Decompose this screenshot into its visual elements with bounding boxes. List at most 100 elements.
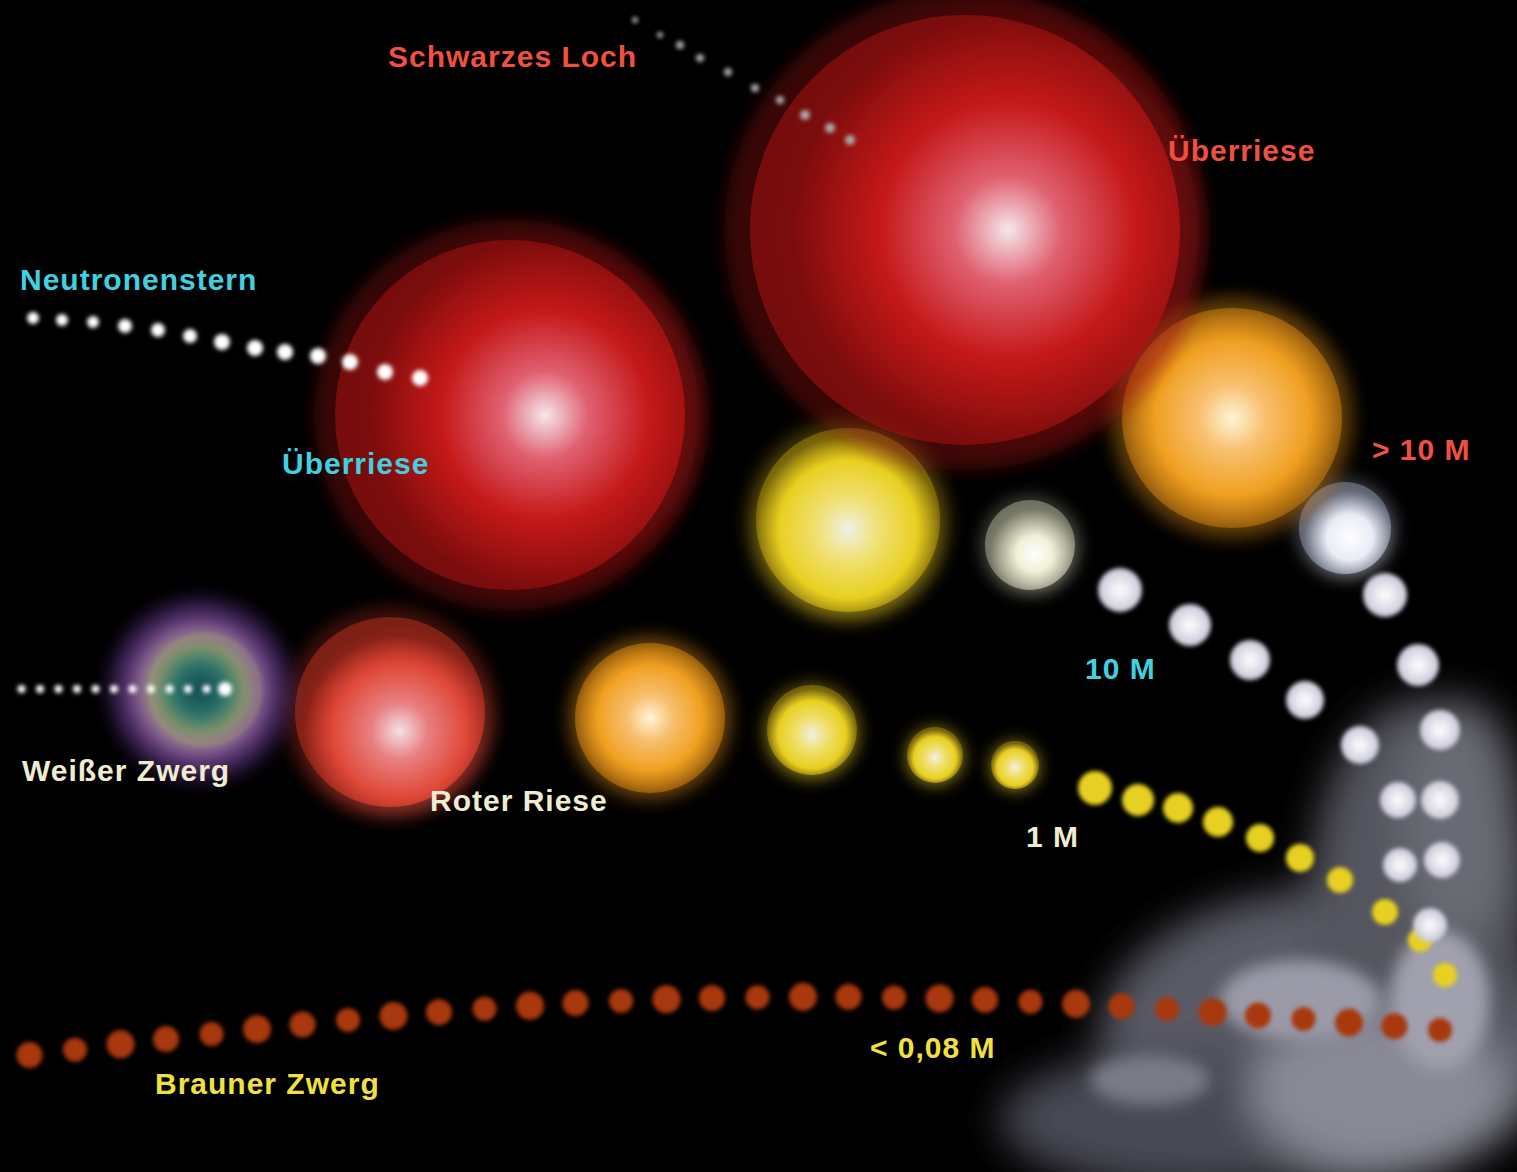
white-dwarf-dot: [18, 685, 26, 693]
white-dwarf-dot: [92, 685, 100, 693]
neutron-star-dot: [277, 344, 293, 360]
nebula: [1000, 700, 1517, 1172]
blue-giant: [985, 500, 1075, 590]
black-hole-dot: [845, 135, 855, 145]
red-supergiant: [335, 240, 685, 590]
yellow-star: [907, 727, 963, 783]
brown-dwarf-dot: [1382, 1013, 1408, 1039]
white-dwarf-dot: [147, 685, 155, 693]
neutron-star-dot: [377, 364, 393, 380]
red-giant-label: Roter Riese: [430, 784, 608, 817]
white-dwarf-dot: [166, 685, 174, 693]
brown-dwarf-label: Brauner Zwerg: [155, 1067, 380, 1100]
brown-dwarf-dot: [1019, 990, 1043, 1014]
red-supergiant-glow: [314, 219, 706, 611]
sun-dot: [1372, 899, 1398, 925]
very-massive-dot: [1424, 842, 1460, 878]
neutron-star-dot: [412, 370, 428, 386]
massive-star-dot: [1383, 848, 1417, 882]
brown-dwarf-dot: [426, 999, 452, 1025]
massive-star-dot: [1169, 604, 1211, 646]
white-dwarf-dot: [73, 685, 81, 693]
massive-star-dot: [1380, 782, 1416, 818]
brown-dwarf-dot: [107, 1030, 135, 1058]
very-massive-dot: [1420, 710, 1460, 750]
brown-dwarf-dot: [789, 983, 817, 1011]
neutron-star-dot: [87, 316, 99, 328]
supergiant-label: Überriese: [1168, 134, 1315, 167]
sun-dot: [1203, 807, 1233, 837]
sun-dot: [1163, 793, 1193, 823]
black-hole-dot: [676, 41, 684, 49]
black-hole-label: Schwarzes Loch: [388, 40, 637, 73]
mass-label: 1 M: [1026, 820, 1079, 853]
brown-dwarf-dot: [200, 1022, 224, 1046]
white-dwarf-dot: [203, 685, 211, 693]
mass-label: < 0,08 M: [870, 1031, 996, 1064]
massive-star-dot: [1098, 568, 1142, 612]
neutron-star-dot: [183, 329, 197, 343]
brown-dwarf-dot: [63, 1038, 87, 1062]
brown-dwarf-dot: [882, 985, 906, 1009]
brown-dwarf-dot: [1109, 993, 1135, 1019]
brown-dwarf-dot: [609, 989, 633, 1013]
brown-dwarf-dot: [972, 987, 998, 1013]
brown-dwarf-dot: [1292, 1007, 1316, 1031]
brown-dwarf-dot: [380, 1002, 408, 1030]
brown-dwarf-dot: [243, 1015, 271, 1043]
black-hole-dot: [825, 123, 835, 133]
supergiant-label: Überriese: [282, 447, 429, 480]
black-hole-dot: [800, 110, 810, 120]
brown-dwarf-dot: [746, 985, 770, 1009]
brown-dwarf-dot: [290, 1011, 316, 1037]
blue-giant-glow: [980, 495, 1081, 596]
red-hypergiant: [750, 15, 1180, 445]
black-hole-dot: [751, 84, 759, 92]
neutron-star-dot: [247, 340, 263, 356]
black-hole-dot: [632, 17, 638, 23]
yellow-star-glow: [904, 724, 967, 787]
sun-dot: [1246, 824, 1274, 852]
sun-dot: [1122, 784, 1154, 816]
mass-label: 10 M: [1085, 652, 1156, 685]
neutron-star-dot: [214, 334, 230, 350]
yellow-star: [991, 741, 1039, 789]
white-dwarf-dot: [129, 685, 137, 693]
brown-dwarf-dot: [563, 990, 589, 1016]
massive-star-dot: [1230, 640, 1270, 680]
neutron-star-dot: [27, 312, 39, 324]
brown-dwarf-dot: [699, 985, 725, 1011]
nebula-ring: [150, 635, 260, 745]
red-hypergiant-glow: [724, 0, 1206, 471]
neutron-star-dot: [151, 323, 165, 337]
sun-dot: [1327, 867, 1353, 893]
brown-dwarf-dot: [336, 1008, 360, 1032]
white-dwarf-dot: [55, 685, 63, 693]
yellow-star-glow: [762, 680, 863, 781]
brown-dwarf-dot: [1155, 997, 1179, 1021]
neutron-star-dot: [118, 319, 132, 333]
sun-dot: [1433, 963, 1457, 987]
yellow-giant: [575, 643, 725, 793]
brown-dwarf-dot: [1245, 1002, 1271, 1028]
massive-star-dot: [1286, 681, 1324, 719]
brown-dwarf-dot: [153, 1026, 179, 1052]
massive-star-dot: [1413, 908, 1447, 942]
sun-dot: [1078, 771, 1112, 805]
brown-dwarf-dot: [473, 997, 497, 1021]
black-hole-dot: [657, 32, 663, 38]
yellow-giant-glow: [566, 634, 734, 802]
brown-dwarf-dot: [836, 984, 862, 1010]
black-hole-dot: [696, 54, 704, 62]
sun-dot: [1286, 844, 1314, 872]
neutron-star-dot: [342, 354, 358, 370]
yellow-star: [767, 685, 857, 775]
white-dwarf-dot: [184, 685, 192, 693]
black-hole-dot: [776, 96, 784, 104]
brown-dwarf-dot: [653, 985, 681, 1013]
white-dwarf-label: Weißer Zwerg: [22, 754, 230, 787]
white-dwarf-dot: [36, 685, 44, 693]
brown-dwarf-dot: [17, 1042, 43, 1068]
